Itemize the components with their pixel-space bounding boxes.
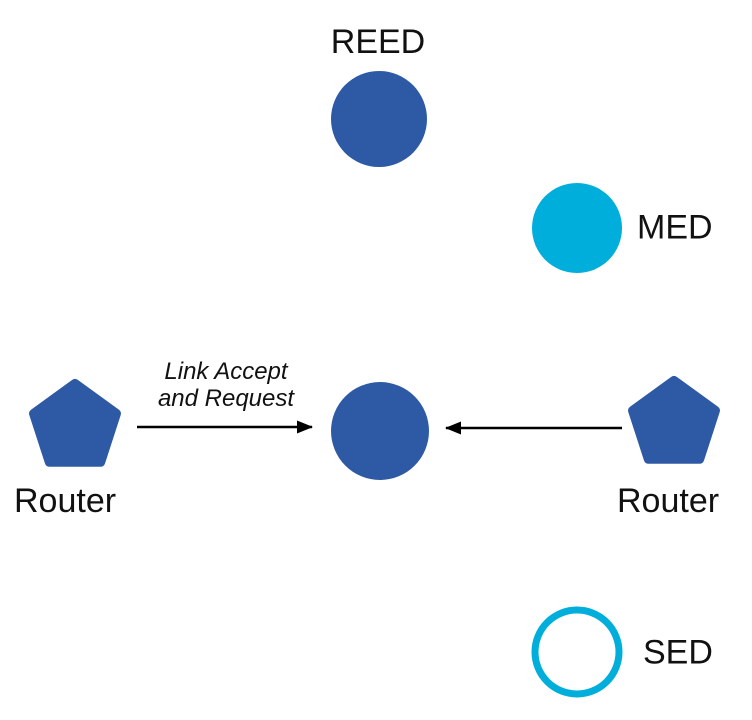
reed-label: REED xyxy=(330,23,426,61)
router-left-pentagon xyxy=(29,379,121,467)
left-arrow-label: Link Accept and Request xyxy=(158,358,294,412)
reed-node-circle xyxy=(331,71,427,167)
router-right-pentagon xyxy=(628,376,720,464)
router-left-label: Router xyxy=(14,482,117,520)
center-node-circle xyxy=(331,382,429,480)
router-right-label: Router xyxy=(617,482,720,520)
med-label: MED xyxy=(637,208,713,247)
left-arrow-label-line1: Link Accept xyxy=(164,358,288,385)
sed-node-circle xyxy=(531,606,623,698)
left-arrow-label-line2: and Request xyxy=(157,385,295,412)
med-node-circle xyxy=(532,183,622,273)
sed-label: SED xyxy=(643,633,713,672)
